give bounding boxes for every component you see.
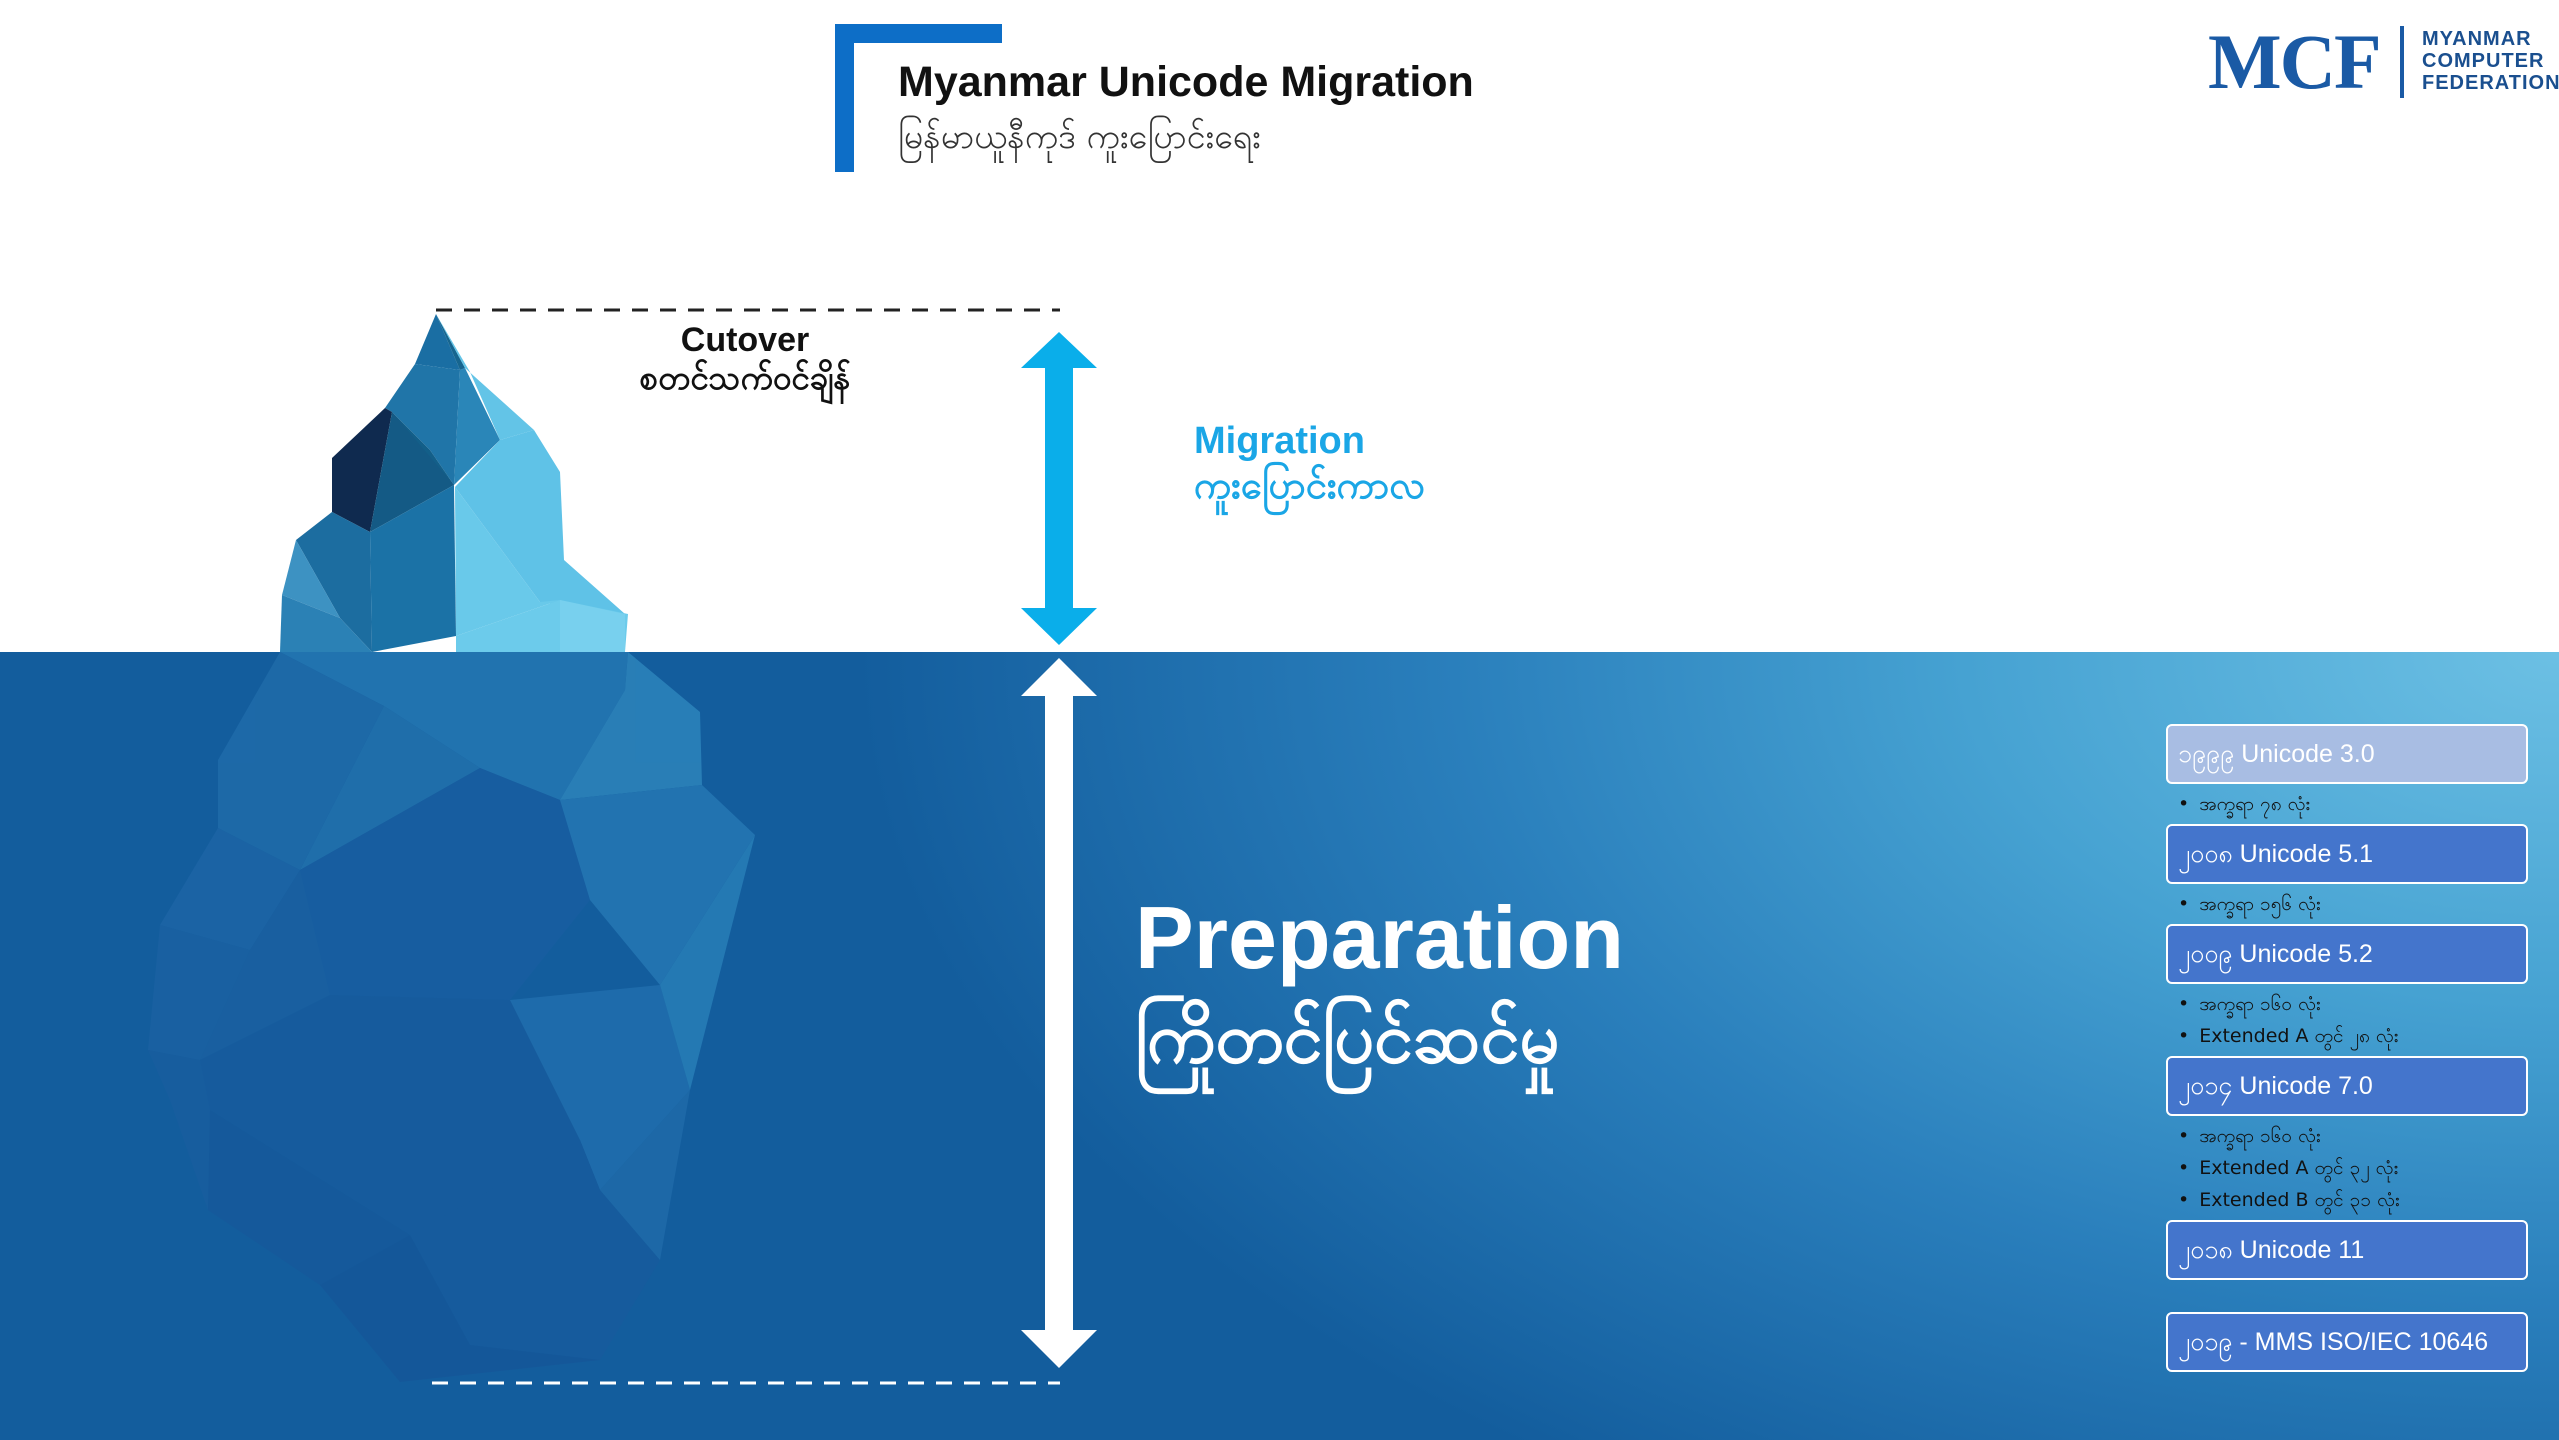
title-bracket-horizontal <box>835 24 1002 43</box>
timeline-note: အက္ခရာ ၁၆၀ လုံး <box>2178 988 2528 1020</box>
timeline-note: Extended B တွင် ၃၁ လုံး <box>2178 1184 2528 1216</box>
timeline-note: Extended A တွင် ၃၂ လုံး <box>2178 1152 2528 1184</box>
preparation-label-my: ကြိုတင်ပြင်ဆင်မှု <box>1135 997 1560 1079</box>
logo-line: FEDERATION <box>2422 72 2559 94</box>
unicode-timeline: ၁၉၉၉ Unicode 3.0 အက္ခရာ ၇၈ လုံး၂၀၀၈ Unico… <box>2166 724 2528 1382</box>
timeline-notes: အက္ခရာ ၇၈ လုံး <box>2166 788 2528 820</box>
timeline-notes: အက္ခရာ ၁၆၀ လုံးExtended A တွင် ၃၂ လုံးEx… <box>2166 1120 2528 1216</box>
timeline-note: Extended A တွင် ၂၈ လုံး <box>2178 1020 2528 1052</box>
timeline-notes: အက္ခရာ ၁၆၀ လုံးExtended A တွင် ၂၈ လုံး <box>2166 988 2528 1052</box>
timeline-notes: အက္ခရာ ၁၅၆ လုံး <box>2166 888 2528 920</box>
timeline-version-box: ၁၉၉၉ Unicode 3.0 <box>2166 724 2528 784</box>
cutover-label-my: စတင်သက်ဝင်ချိန် <box>639 358 851 397</box>
cutover-label: Cutover စတင်သက်ဝင်ချိန် <box>565 322 925 398</box>
migration-label-my: ကူးပြောင်းကာလ <box>1194 463 1426 507</box>
title-bracket-vertical <box>835 24 854 172</box>
migration-label: Migration ကူးပြောင်းကာလ <box>1194 420 1425 508</box>
timeline-version-box: ၂၀၀၈ Unicode 5.1 <box>2166 824 2528 884</box>
timeline-version-box: ၂၀၁၉ - MMS ISO/IEC 10646 <box>2166 1312 2528 1372</box>
migration-arrow <box>1021 332 1097 645</box>
timeline-note: အက္ခရာ ၁၅၆ လုံး <box>2178 888 2528 920</box>
migration-label-en: Migration <box>1194 420 1365 462</box>
timeline-spacer <box>2166 1280 2528 1312</box>
iceberg-tip <box>280 314 628 652</box>
cutover-label-en: Cutover <box>680 321 810 359</box>
logo-text: MYANMAR COMPUTER FEDERATION <box>2422 28 2559 94</box>
page-subtitle: မြန်မာယူနီကုဒ် ကူးပြောင်းရေး <box>898 117 1261 157</box>
timeline-version-box: ၂၀၁၄ Unicode 7.0 <box>2166 1056 2528 1116</box>
timeline-note: အက္ခရာ ၇၈ လုံး <box>2178 788 2528 820</box>
logo-line: COMPUTER <box>2422 50 2545 72</box>
preparation-arrow <box>1021 658 1097 1368</box>
timeline-spacer <box>2166 1372 2528 1382</box>
timeline-version-box: ၂၀၀၉ Unicode 5.2 <box>2166 924 2528 984</box>
timeline-version-box: ၂၀၁၈ Unicode 11 <box>2166 1220 2528 1280</box>
timeline-note: အက္ခရာ ၁၆၀ လုံး <box>2178 1120 2528 1152</box>
page-title: Myanmar Unicode Migration <box>898 58 1474 106</box>
preparation-label: Preparation ကြိုတင်ပြင်ဆင်မှု <box>1135 888 1624 1088</box>
iceberg-submerged <box>148 652 755 1382</box>
logo-mark: MCF <box>2208 18 2382 105</box>
logo-line: MYANMAR <box>2422 28 2532 50</box>
mcf-logo: MCF MYANMAR COMPUTER FEDERATION <box>2208 18 2559 105</box>
logo-divider <box>2400 26 2404 98</box>
preparation-label-en: Preparation <box>1135 888 1625 987</box>
